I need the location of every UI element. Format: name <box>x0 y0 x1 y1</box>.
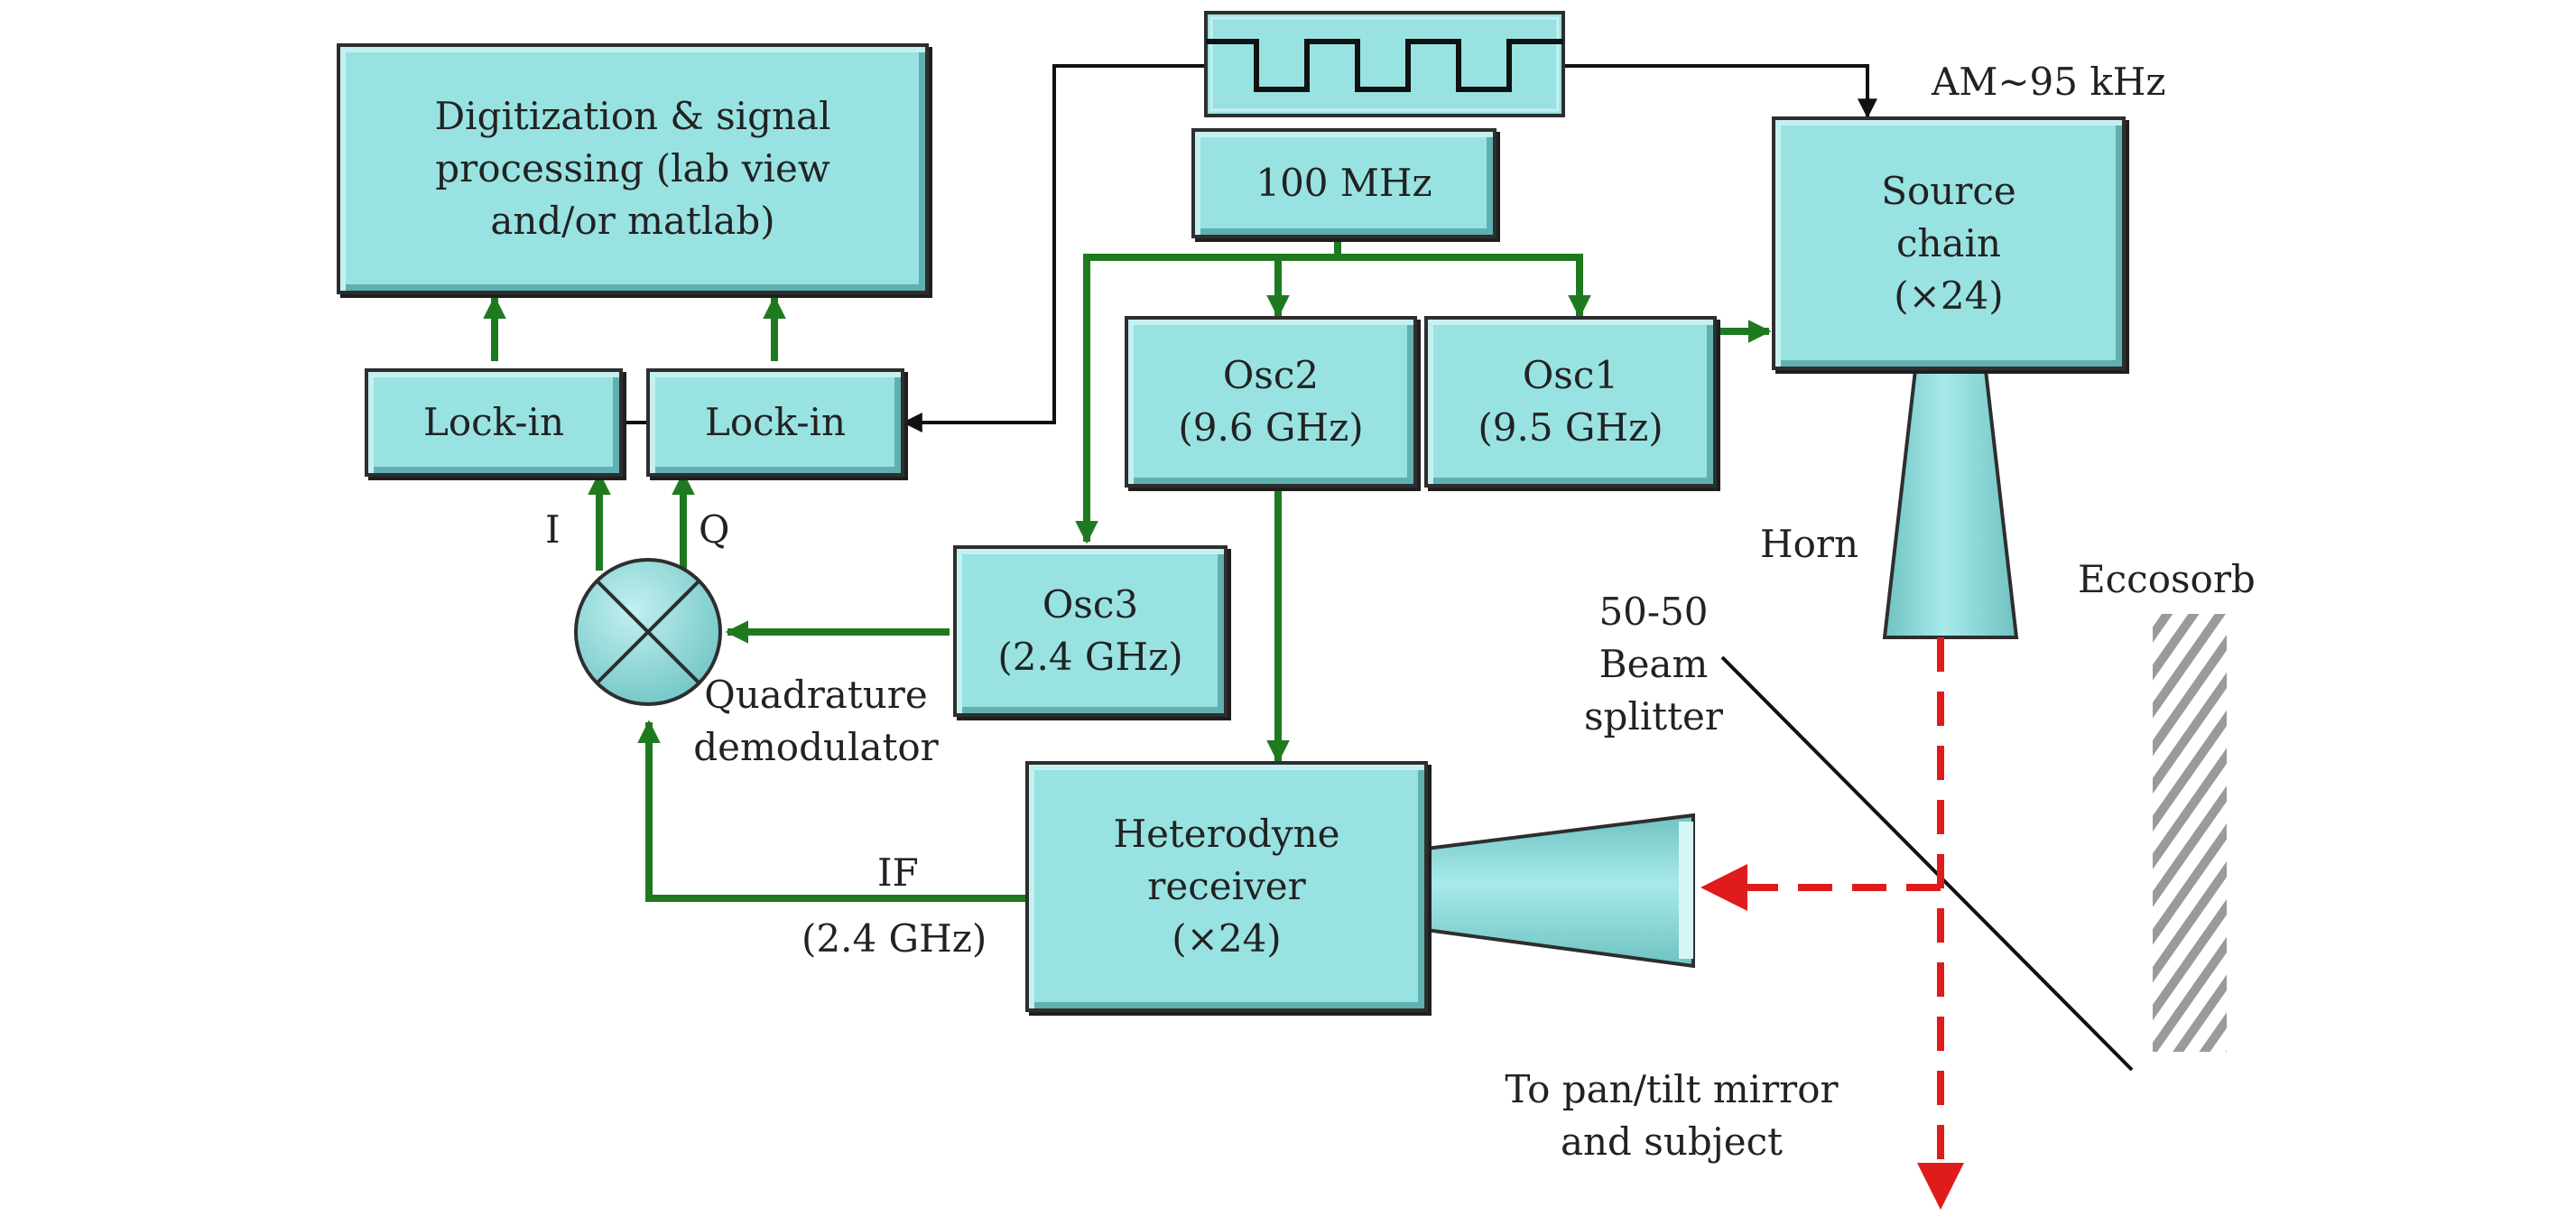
lockin-right-label: Lock-in <box>704 400 847 444</box>
osc2-block: Osc2 (9.6 GHz) <box>1125 316 1417 488</box>
heterodyne-receiver-block: Heterodyne receiver (×24) <box>1025 761 1428 1012</box>
source-chain-label: Source chain (×24) <box>1881 168 2016 318</box>
osc1-block: Osc1 (9.5 GHz) <box>1424 316 1717 488</box>
osc1-label: Osc1 (9.5 GHz) <box>1478 353 1663 450</box>
digitization-label: Digitization & signal processing (lab vi… <box>434 94 831 243</box>
reference-lines <box>623 64 1877 432</box>
source-chain-block: Source chain (×24) <box>1772 116 2126 370</box>
digitization-block: Digitization & signal processing (lab vi… <box>337 43 929 294</box>
lockin-left-block: Lock-in <box>365 368 623 477</box>
to-mirror-label: To pan/tilt mirror and subject <box>1505 1067 1839 1164</box>
reference-100mhz-block: 100 MHz <box>1191 128 1496 238</box>
q-channel-label: Q <box>699 507 730 552</box>
osc3-label: Osc3 (2.4 GHz) <box>997 582 1183 679</box>
square-wave-generator-icon <box>1204 11 1565 117</box>
quadrature-demodulator-label: Quadrature demodulator <box>693 673 939 769</box>
if-frequency-label: (2.4 GHz) <box>802 916 987 961</box>
lockin-left-label: Lock-in <box>422 400 565 444</box>
receiver-horn-antenna-icon <box>1424 813 1695 969</box>
beam-splitter-label: 50-50 Beam splitter <box>1584 590 1723 739</box>
eccosorb-absorber <box>2153 614 2227 1052</box>
if-label: IF <box>877 850 919 895</box>
lockin-right-block: Lock-in <box>646 368 904 477</box>
signal-paths <box>483 238 1772 902</box>
horn-antenna-icon <box>1882 368 2019 639</box>
i-channel-label: I <box>545 507 561 552</box>
osc3-block: Osc3 (2.4 GHz) <box>953 545 1228 717</box>
beam-paths <box>1747 637 1944 1163</box>
heterodyne-receiver-label: Heterodyne receiver (×24) <box>1113 812 1340 961</box>
beam-splitter-line <box>1720 655 2134 1072</box>
mixer-cross-circle-icon <box>574 558 722 706</box>
osc2-label: Osc2 (9.6 GHz) <box>1178 353 1364 450</box>
am-frequency-label: AM~95 kHz <box>1932 60 2166 104</box>
horn-label: Horn <box>1760 522 1859 566</box>
reference-100mhz-label: 100 MHz <box>1256 161 1432 205</box>
beam-arrow-down <box>1917 1163 1964 1210</box>
beam-arrow-left <box>1700 864 1747 911</box>
eccosorb-label: Eccosorb <box>2078 557 2256 601</box>
